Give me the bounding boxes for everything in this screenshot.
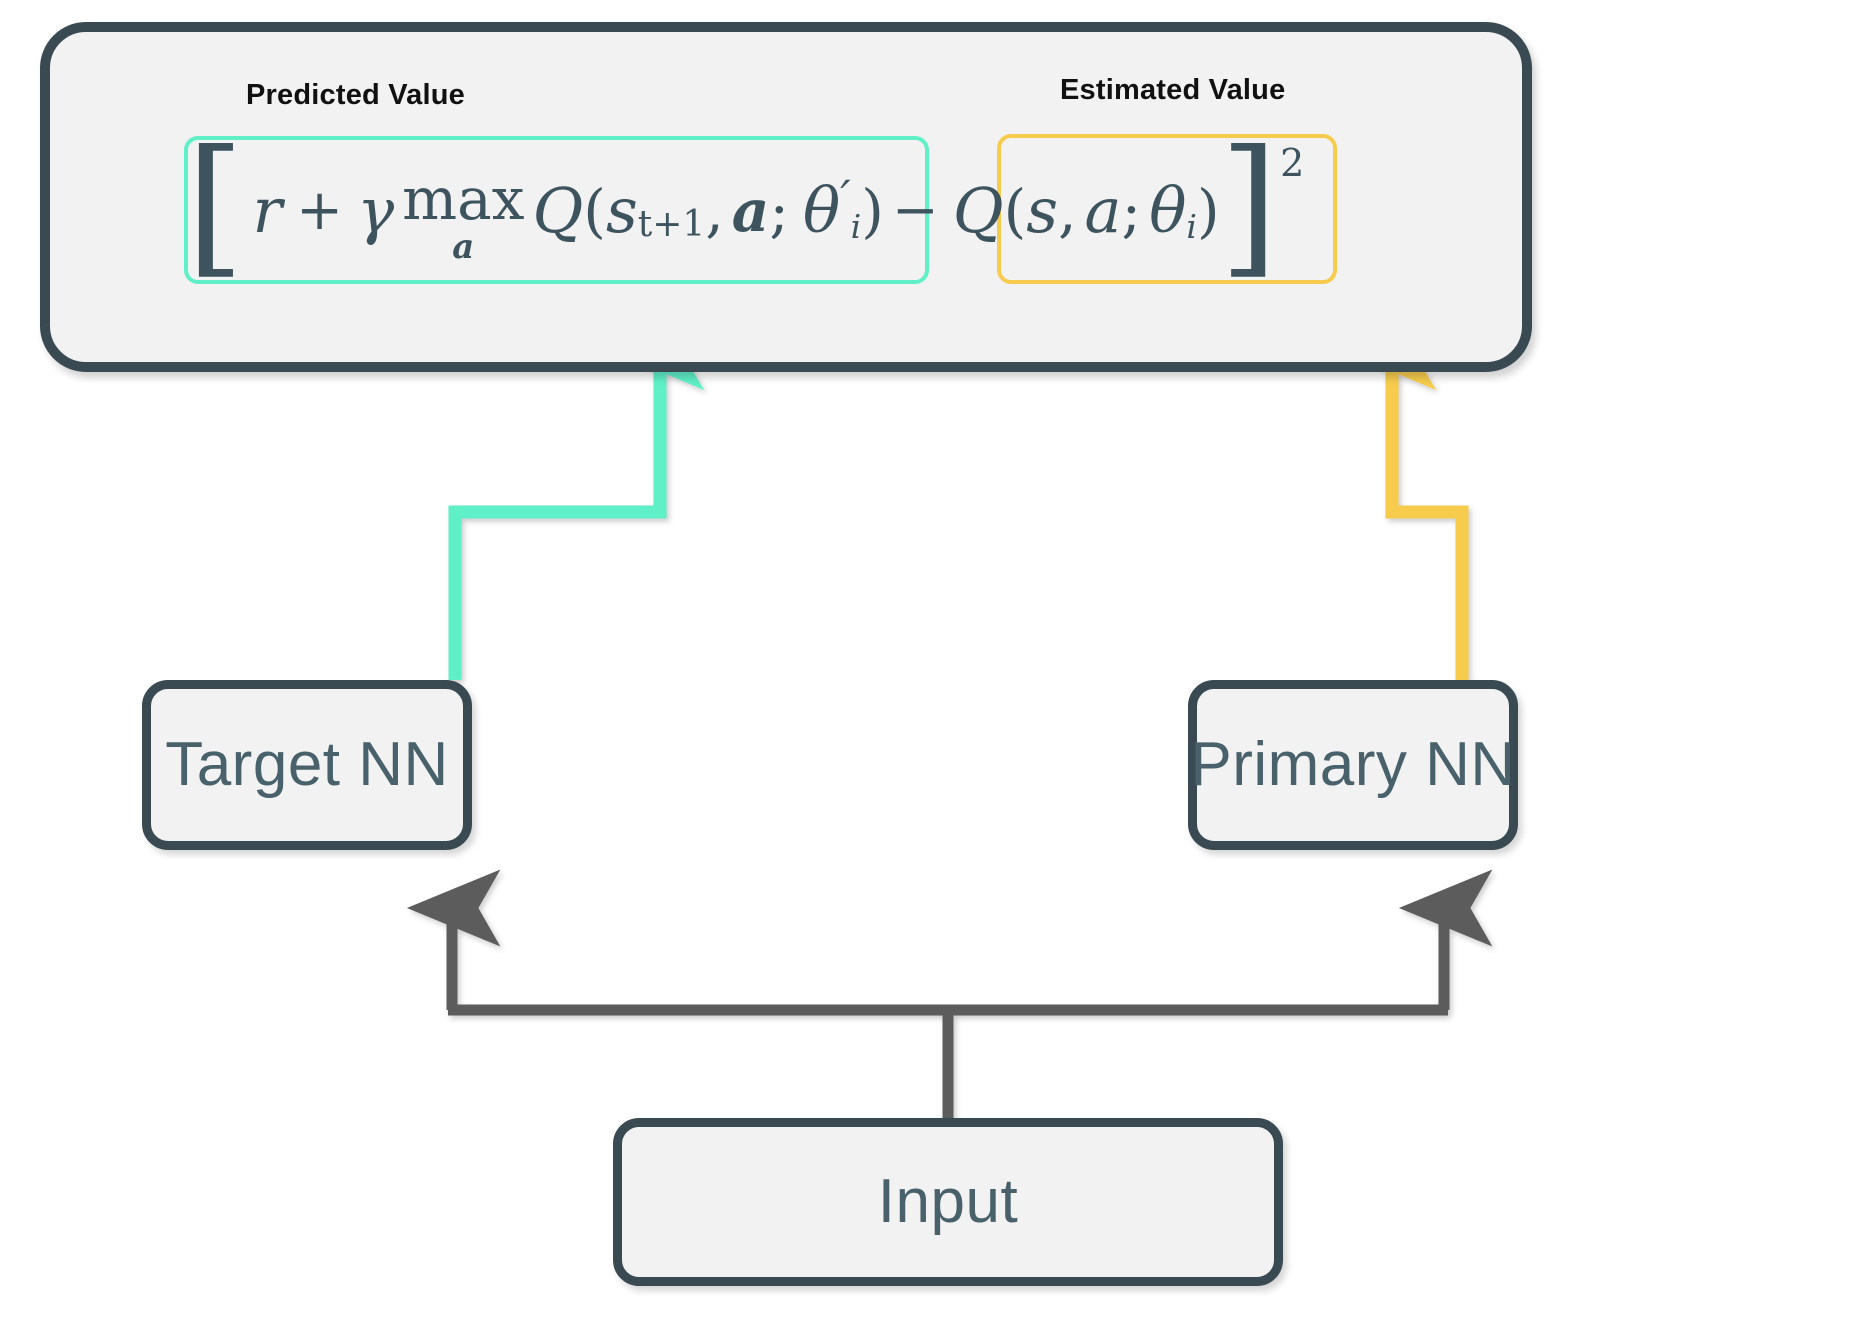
- formula-max-label: max: [402, 164, 525, 233]
- estimated-value-caption: Estimated Value: [1060, 74, 1286, 106]
- formula-theta-target: θ: [802, 174, 841, 247]
- node-target-nn-label: Target NN: [165, 730, 449, 799]
- edge-primary-to-estimated: [1352, 319, 1469, 680]
- formula-gamma-symbol: γ: [357, 174, 395, 247]
- node-input-label: Input: [877, 1167, 1019, 1236]
- formula-close-bracket: ]: [1219, 119, 1279, 293]
- formula-q-primary: Q: [952, 174, 1004, 247]
- loss-function-container: [40, 22, 1532, 372]
- estimated-value-highlight-box: [997, 134, 1337, 284]
- formula-comma-1: ,: [705, 176, 724, 245]
- formula-next-state-subscript: t+1: [637, 204, 706, 245]
- predicted-value-highlight-box: [184, 136, 929, 284]
- formula-semicolon-2: ;: [1121, 176, 1142, 245]
- formula-paren-close-1: ): [861, 176, 884, 245]
- formula-plus-operator: +: [296, 178, 344, 243]
- edge-target-to-predicted: [448, 319, 705, 680]
- predicted-value-caption: Predicted Value: [246, 79, 465, 111]
- formula-max-operator: max a: [402, 170, 524, 264]
- formula-minus-operator: −: [891, 178, 939, 243]
- formula-action: a: [1084, 174, 1122, 247]
- formula-theta-primary: θ: [1149, 174, 1187, 247]
- formula-open-bracket: [: [186, 119, 245, 293]
- formula-exponent: 2: [1280, 140, 1305, 185]
- formula-action-bold: a: [731, 176, 770, 245]
- formula-next-state: s: [605, 174, 638, 247]
- formula-state: s: [1026, 174, 1059, 247]
- formula-paren-open-2: (: [1003, 176, 1027, 245]
- formula-paren-open-1: (: [583, 176, 606, 245]
- formula-comma-2: ,: [1058, 176, 1077, 245]
- formula-theta-prime: ′: [840, 169, 851, 224]
- formula-reward-symbol: r: [252, 174, 283, 247]
- node-input[interactable]: Input: [613, 1118, 1283, 1286]
- edge-input-to-networks: [406, 869, 1493, 1118]
- loss-formula: [ r + γ max a Q ( s t+1 , a ; θ ′ i ) − …: [186, 119, 1305, 293]
- node-primary-nn-label: Primary NN: [1190, 730, 1516, 799]
- formula-theta-primary-subscript: i: [1186, 207, 1197, 246]
- formula-semicolon-1: ;: [769, 176, 789, 245]
- formula-q-target: Q: [532, 174, 584, 247]
- node-target-nn[interactable]: Target NN: [142, 680, 472, 850]
- formula-max-subscript: a: [452, 226, 475, 267]
- formula-theta-target-subscript: i: [850, 207, 862, 246]
- node-primary-nn[interactable]: Primary NN: [1188, 680, 1518, 850]
- formula-paren-close-2: ): [1196, 176, 1220, 245]
